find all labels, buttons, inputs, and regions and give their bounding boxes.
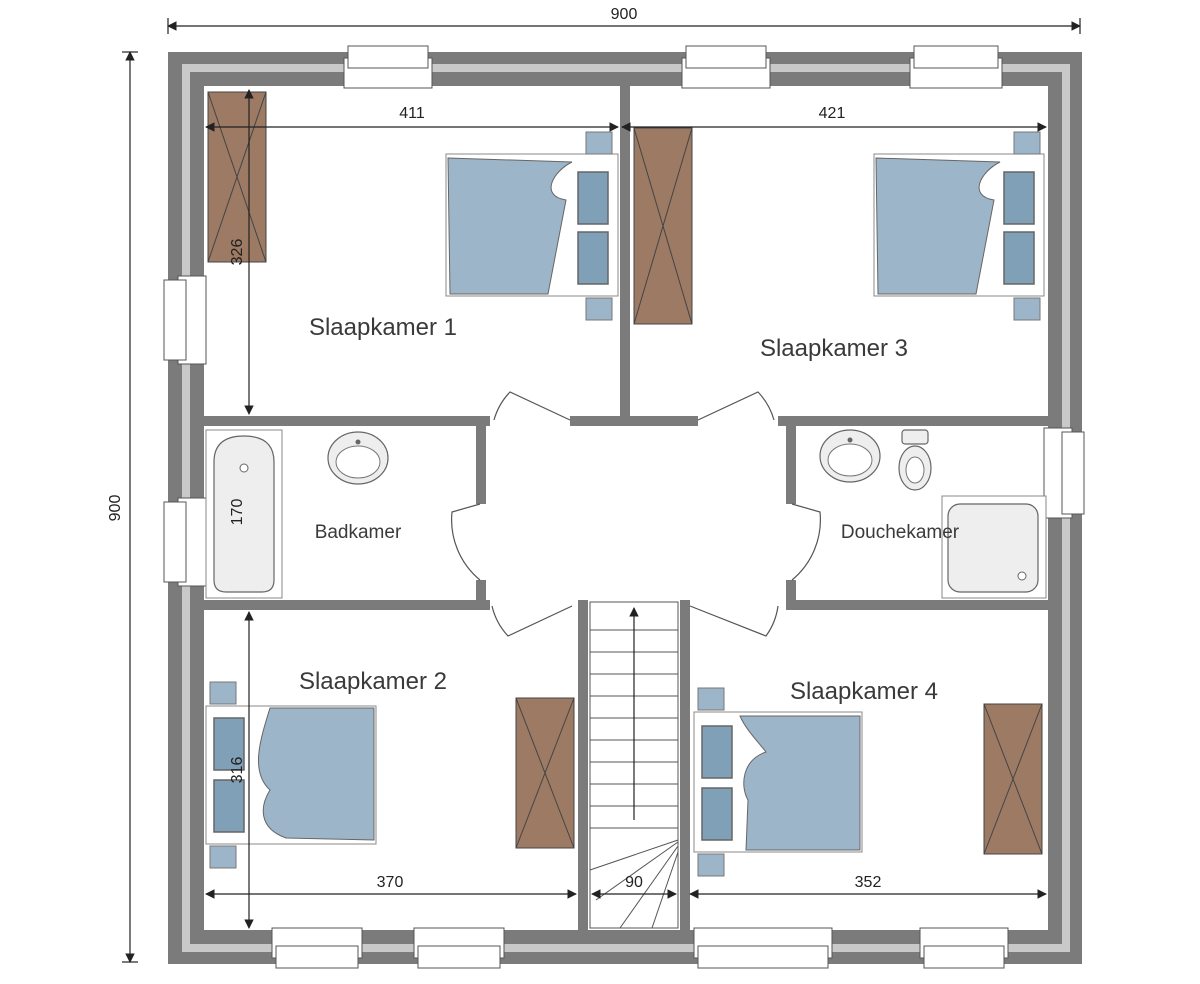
bed-1 [445,131,619,321]
slaapkamer2-depth-label: 316 [229,757,246,784]
slaapkamer4-width-label: 352 [855,874,882,891]
wardrobe-4 [983,703,1043,855]
sink-douchekamer [819,429,881,483]
slaapkamer3-width-label: 421 [819,105,846,122]
slaapkamer4-furniture [693,687,1043,877]
badkamer-label: Badkamer [315,522,402,543]
slaapkamer4-label: Slaapkamer 4 [790,678,938,705]
interior-walls [204,86,1048,930]
stair-width-label: 90 [625,874,643,891]
slaapkamer1-furniture [207,91,619,321]
slaapkamer1-depth-label: 326 [229,239,246,266]
badkamer-depth-label: 170 [229,499,246,526]
windows [163,45,1085,969]
sink-badkamer [327,431,389,485]
doors [451,391,821,637]
slaapkamer1-label: Slaapkamer 1 [309,314,457,341]
slaapkamer3-furniture [633,127,1045,325]
room-dimensions: 411 421 326 170 316 370 90 352 [205,89,1047,929]
overall-dimensions: 900 900 [107,6,1081,963]
douchekamer-label: Douchekamer [841,522,960,543]
douchekamer-fixtures [819,429,1047,599]
bed-2 [205,681,377,869]
staircase [589,601,679,929]
slaapkamer2-furniture [205,681,575,869]
shower-tray [941,495,1047,599]
overall-width-label: 900 [611,6,638,23]
bed-4 [693,687,863,877]
wardrobe-3 [633,127,693,325]
slaapkamer1-width-label: 411 [399,105,425,122]
slaapkamer2-label: Slaapkamer 2 [299,668,447,695]
bathtub [205,429,283,599]
toilet [898,429,932,491]
wardrobe-1 [207,91,267,263]
badkamer-fixtures [205,429,389,599]
room-labels: Slaapkamer 1 Slaapkamer 3 Badkamer Douch… [299,314,960,705]
overall-height-label: 900 [107,495,124,522]
slaapkamer2-width-label: 370 [377,874,404,891]
slaapkamer3-label: Slaapkamer 3 [760,335,908,362]
bed-3 [873,131,1045,321]
wardrobe-2 [515,697,575,849]
